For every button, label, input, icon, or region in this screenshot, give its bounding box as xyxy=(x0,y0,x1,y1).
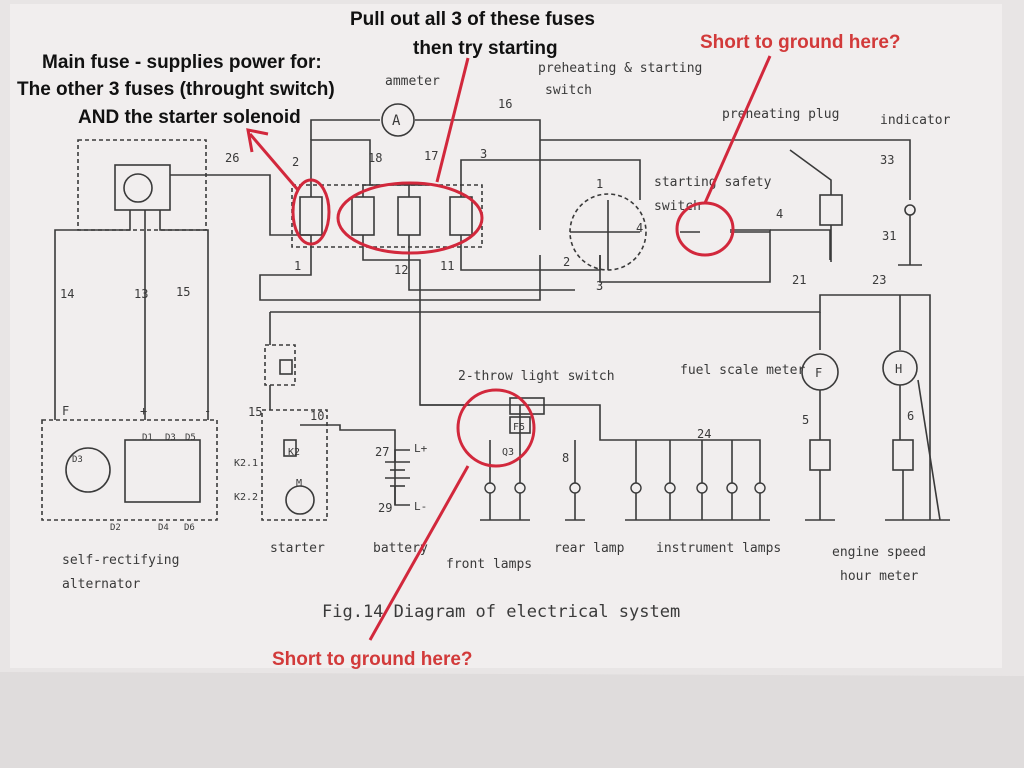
alternator-label-1: self-rectifying xyxy=(62,553,179,568)
wire-number: 21 xyxy=(792,273,806,287)
short-to-ground-bottom: Short to ground here? xyxy=(272,649,473,670)
preheating-plug-label: preheating plug xyxy=(722,107,839,122)
wire-number: 15 xyxy=(248,405,262,419)
alternator-regulator-box xyxy=(77,139,207,231)
fuse-f5: F5 xyxy=(513,422,525,433)
regulator-block xyxy=(114,164,171,211)
diode-label: D5 xyxy=(185,433,196,443)
ammeter-label: ammeter xyxy=(385,74,440,89)
three-fuses-ellipse xyxy=(336,181,484,255)
light-switch-label: 2-throw light switch xyxy=(458,369,615,384)
wire-number: 27 xyxy=(375,445,389,459)
symbol-letters: A F H F + - L+ L- K2 K2.1 K2.2 M F5 Q3 D… xyxy=(62,103,902,513)
relay-k22: K2.2 xyxy=(234,492,258,503)
figure-caption: Fig.14 Diagram of electrical system xyxy=(322,602,680,622)
alternator-box xyxy=(41,419,218,521)
wire-number: 8 xyxy=(562,451,569,465)
wire-number: 17 xyxy=(424,149,438,163)
q3-label: Q3 xyxy=(502,447,514,458)
field-terminal: F xyxy=(62,404,69,418)
rear-lamp-label: rear lamp xyxy=(554,541,625,556)
wire-number: 1 xyxy=(294,259,301,273)
wire-number: 2 xyxy=(292,155,299,169)
red-annotations xyxy=(246,55,772,641)
wire-number: 24 xyxy=(697,427,711,441)
wire-number: 15 xyxy=(176,285,190,299)
wire-number: 13 xyxy=(134,287,148,301)
wire-numbers: 26 2 18 17 3 16 1 12 11 14 13 15 15 10 2… xyxy=(60,97,914,515)
d3-label: D3 xyxy=(72,455,83,465)
annotation-text: Main fuse - supplies power for: The othe… xyxy=(17,9,901,670)
main-fuse-note-line-1: Main fuse - supplies power for: xyxy=(42,52,322,73)
instrument-lamps-label: instrument lamps xyxy=(656,541,781,556)
battery-label: battery xyxy=(373,541,428,556)
wire-number: 3 xyxy=(596,279,603,293)
relay-k2: K2 xyxy=(288,447,300,458)
wire-number: 14 xyxy=(60,287,74,301)
main-fuse-circle xyxy=(291,178,331,246)
wire-number: 33 xyxy=(880,153,894,167)
main-fuse-note-line-3: AND the starter solenoid xyxy=(78,107,301,128)
preheat-switch-label-2: switch xyxy=(545,83,592,98)
diode-label: D4 xyxy=(158,523,169,533)
safety-switch-label-2: switch xyxy=(654,199,701,214)
main-fuse-arrow xyxy=(248,133,300,191)
indicator-label: indicator xyxy=(880,113,951,128)
short-to-ground-top: Short to ground here? xyxy=(700,32,901,53)
battery-minus: L- xyxy=(414,500,427,513)
diode-labels: D1 D3 D5 D2 D4 D6 xyxy=(110,433,196,533)
hour-meter-label-1: engine speed xyxy=(832,545,926,560)
wire-number: 29 xyxy=(378,501,392,515)
diode-label: D2 xyxy=(110,523,121,533)
wire-number: 6 xyxy=(907,409,914,423)
pull-fuses-note-line-2: then try starting xyxy=(413,38,558,59)
wire-number: 18 xyxy=(368,151,382,165)
pull-fuses-note-line-1: Pull out all 3 of these fuses xyxy=(350,9,595,30)
wire-number: 5 xyxy=(802,413,809,427)
wire-number: 3 xyxy=(480,147,487,161)
diode-label: D6 xyxy=(184,523,195,533)
wire-number: 1 xyxy=(596,177,603,191)
wire-number: 4 xyxy=(776,207,783,221)
wire-number: 4 xyxy=(636,221,643,235)
wire-number: 10 xyxy=(310,409,324,423)
main-fuse-arrowhead xyxy=(246,128,269,153)
paper-sheet xyxy=(10,4,1002,668)
wire-number: 2 xyxy=(563,255,570,269)
diode-label: D1 xyxy=(142,433,153,443)
ammeter-symbol: A xyxy=(392,113,401,129)
light-switch-circle xyxy=(456,388,536,468)
paper-fold xyxy=(0,672,1024,768)
plus-terminal: + xyxy=(140,404,147,418)
starter-label: starter xyxy=(270,541,325,556)
hour-symbol: H xyxy=(895,362,902,376)
alternator-label-2: alternator xyxy=(62,577,140,592)
fuel-symbol: F xyxy=(815,366,822,380)
wire-number: 12 xyxy=(394,263,408,277)
bottom-short-pointer xyxy=(368,465,470,641)
hour-meter-label-2: hour meter xyxy=(840,569,918,584)
top-short-pointer xyxy=(703,55,772,204)
front-lamps-label: front lamps xyxy=(446,557,532,572)
wire-number: 23 xyxy=(872,273,886,287)
wire-number: 26 xyxy=(225,151,239,165)
wire-number: 31 xyxy=(882,229,896,243)
main-fuse-note-line-2: The other 3 fuses (throught switch) xyxy=(17,79,335,100)
wire-number: 11 xyxy=(440,259,454,273)
minus-terminal: - xyxy=(204,404,211,418)
preheat-switch-label-1: preheating & starting xyxy=(538,61,702,76)
diode-label: D3 xyxy=(165,433,176,443)
wire-number: 16 xyxy=(498,97,512,111)
battery-plus: L+ xyxy=(414,442,428,455)
fuel-meter-label: fuel scale meter xyxy=(680,363,805,378)
motor-m: M xyxy=(296,478,302,489)
component-labels: preheating & starting switch ammeter pre… xyxy=(62,61,951,622)
relay-k21: K2.1 xyxy=(234,458,258,469)
lamps xyxy=(484,482,766,494)
fuses-pointer-line xyxy=(435,57,470,183)
